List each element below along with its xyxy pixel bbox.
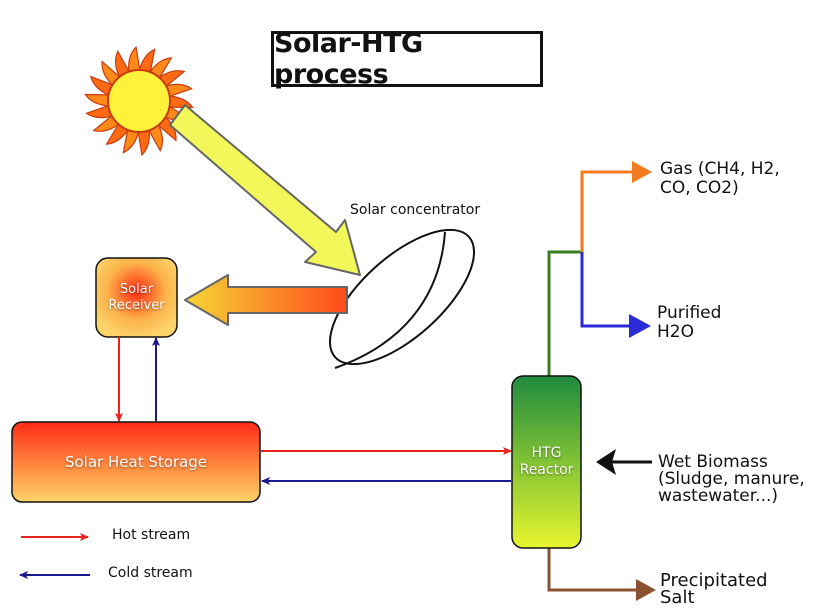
diagram-title: Solar-HTG process — [271, 28, 543, 90]
sun-icon — [84, 45, 194, 157]
gas-output-line — [580, 170, 634, 252]
gas-output-label-line1: Gas (CH4, H2, — [660, 159, 780, 179]
solar-receiver-label-line2: Receiver — [108, 297, 165, 313]
salt-output-line — [547, 548, 638, 592]
solar-receiver-box — [95, 257, 178, 338]
solar-heat-storage-box — [11, 421, 261, 503]
sun-flame — [128, 45, 141, 76]
precipitated-salt-label-line2: Salt — [660, 587, 695, 609]
sun-flame — [84, 93, 113, 107]
sun-flame — [85, 103, 116, 119]
precipitated-salt-label-line1: Precipitated — [660, 570, 768, 591]
purified-water-label-line2: H2O — [657, 321, 694, 342]
sunlight-arrow — [169, 104, 361, 276]
wet-biomass-label: Wet Biomass (Sludge, manure, wastewater.… — [658, 454, 805, 505]
salt-output-arrowhead — [636, 579, 656, 601]
solar-concentrator-label: Solar concentrator — [350, 202, 481, 218]
gas-output-arrowhead — [632, 161, 652, 183]
htg-reactor-box — [511, 375, 582, 549]
precipitated-salt-label: Precipitated Salt — [660, 570, 768, 609]
legend-hot-label: Hot stream — [112, 527, 191, 543]
htg-reactor-label-line2: Reactor — [519, 462, 574, 478]
sun-flame — [122, 126, 140, 154]
sun-flame — [137, 126, 150, 157]
htg-reactor-label-line1: HTG — [531, 445, 562, 462]
gas-output-label: Gas (CH4, H2, CO, CO2) — [660, 160, 780, 197]
wet-biomass-label-line2: (Sludge, manure, — [658, 469, 805, 489]
purified-water-label-line1: Purified — [657, 303, 722, 323]
legend-cold-label: Cold stream — [108, 565, 193, 581]
wet-biomass-label-line1: Wet Biomass — [658, 452, 768, 472]
sun-flame — [138, 48, 156, 76]
wet-biomass-label-line3: wastewater...) — [658, 486, 779, 506]
water-output-line — [580, 252, 631, 328]
solar-concentrator-dish — [328, 228, 476, 369]
reflected-heat-arrow — [184, 274, 348, 326]
solar-receiver-label-line1: Solar — [119, 281, 154, 297]
solar-heat-storage-label: Solar Heat Storage — [64, 453, 208, 471]
solar-receiver-label: Solar Receiver — [96, 258, 177, 337]
gas-output-label-line2: CO, CO2) — [660, 177, 739, 198]
reactor-outlet-line — [547, 250, 582, 376]
wet-biomass-feed-arrow — [596, 449, 652, 475]
water-output-arrowhead — [629, 314, 651, 338]
sun-flame — [162, 83, 193, 99]
htg-reactor-label: HTG Reactor — [512, 376, 581, 548]
purified-water-label: Purified H2O — [657, 304, 721, 341]
